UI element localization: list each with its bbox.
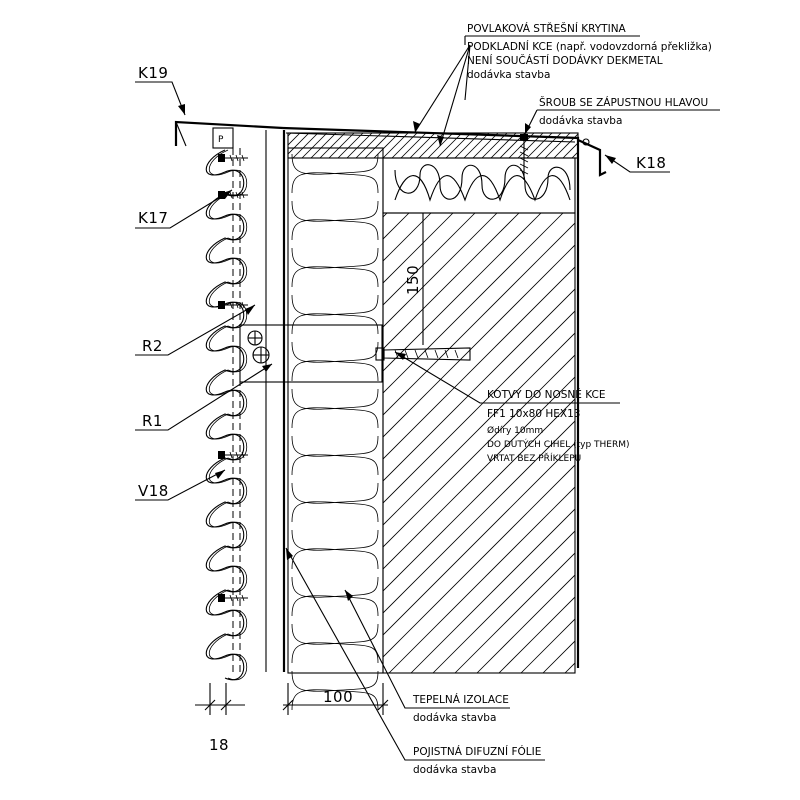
label-roof-line4: dodávka stavba xyxy=(467,69,550,81)
code-r2: R2 xyxy=(142,337,163,355)
code-k19: K19 xyxy=(138,64,168,82)
wall-bracket xyxy=(239,324,383,383)
annotations: POVLAKOVÁ STŘEŠNÍ KRYTINA PODKLADNÍ KCE … xyxy=(138,22,712,776)
label-insulation-line2: dodávka stavba xyxy=(413,712,496,724)
label-roof-title: POVLAKOVÁ STŘEŠNÍ KRYTINA xyxy=(467,22,627,35)
corrugated-cladding xyxy=(205,149,245,681)
roof-substrate-plywood xyxy=(287,132,579,159)
dimension-lines xyxy=(195,683,389,715)
label-roof-line3: NENÍ SOUČÁSTÍ DODÁVKY DEKMETAL xyxy=(467,54,663,67)
code-p: P xyxy=(218,135,224,145)
cladding-screws xyxy=(218,154,248,602)
label-foil-title: POJISTNÁ DIFUZNÍ FÓLIE xyxy=(413,745,541,758)
label-foil-line2: dodávka stavba xyxy=(413,764,496,776)
code-k18: K18 xyxy=(636,154,666,172)
label-anchor-line3: Ødíry 10mm xyxy=(487,425,543,436)
label-roof-line2: PODKLADNÍ KCE (např. vodovzdorná překliž… xyxy=(467,40,712,53)
thermal-insulation-vertical xyxy=(287,147,384,711)
code-v18: V18 xyxy=(138,482,169,500)
top-insulation-block xyxy=(382,157,576,214)
code-k17: K17 xyxy=(138,209,168,227)
label-anchor-line4: DO DUTÝCH CIHEL (typ THERM) xyxy=(487,438,630,450)
dim-150: 150 xyxy=(404,265,422,295)
code-r1: R1 xyxy=(142,412,163,430)
arrowheads xyxy=(178,104,616,601)
countersunk-screw xyxy=(519,134,529,180)
label-anchor-line2: FF1 10x80 HEX13 xyxy=(487,408,580,420)
wall-anchor xyxy=(375,347,471,361)
label-anchor-line5: VRTAT BEZ PŘÍKLEPU xyxy=(487,452,581,464)
dim-18: 18 xyxy=(209,736,229,754)
roof-membrane-inner xyxy=(285,132,576,143)
corrugated-cladding-inner xyxy=(209,149,248,681)
label-anchor-title: KOTVY DO NOSNÉ KCE xyxy=(487,388,606,401)
roof-membrane xyxy=(282,126,580,668)
leader-lines xyxy=(135,35,720,761)
substructure-rail: P xyxy=(212,127,267,672)
masonry-wall xyxy=(382,212,576,674)
label-insulation-title: TEPELNÁ IZOLACE xyxy=(412,693,509,706)
label-screw-line2: dodávka stavba xyxy=(539,115,622,127)
dim-100: 100 xyxy=(323,688,353,706)
drip-edge-k18 xyxy=(577,138,607,177)
label-screw-title: ŠROUB SE ZÁPUSTNOU HLAVOU xyxy=(539,96,708,109)
coping-flashing-k19 xyxy=(174,120,284,146)
